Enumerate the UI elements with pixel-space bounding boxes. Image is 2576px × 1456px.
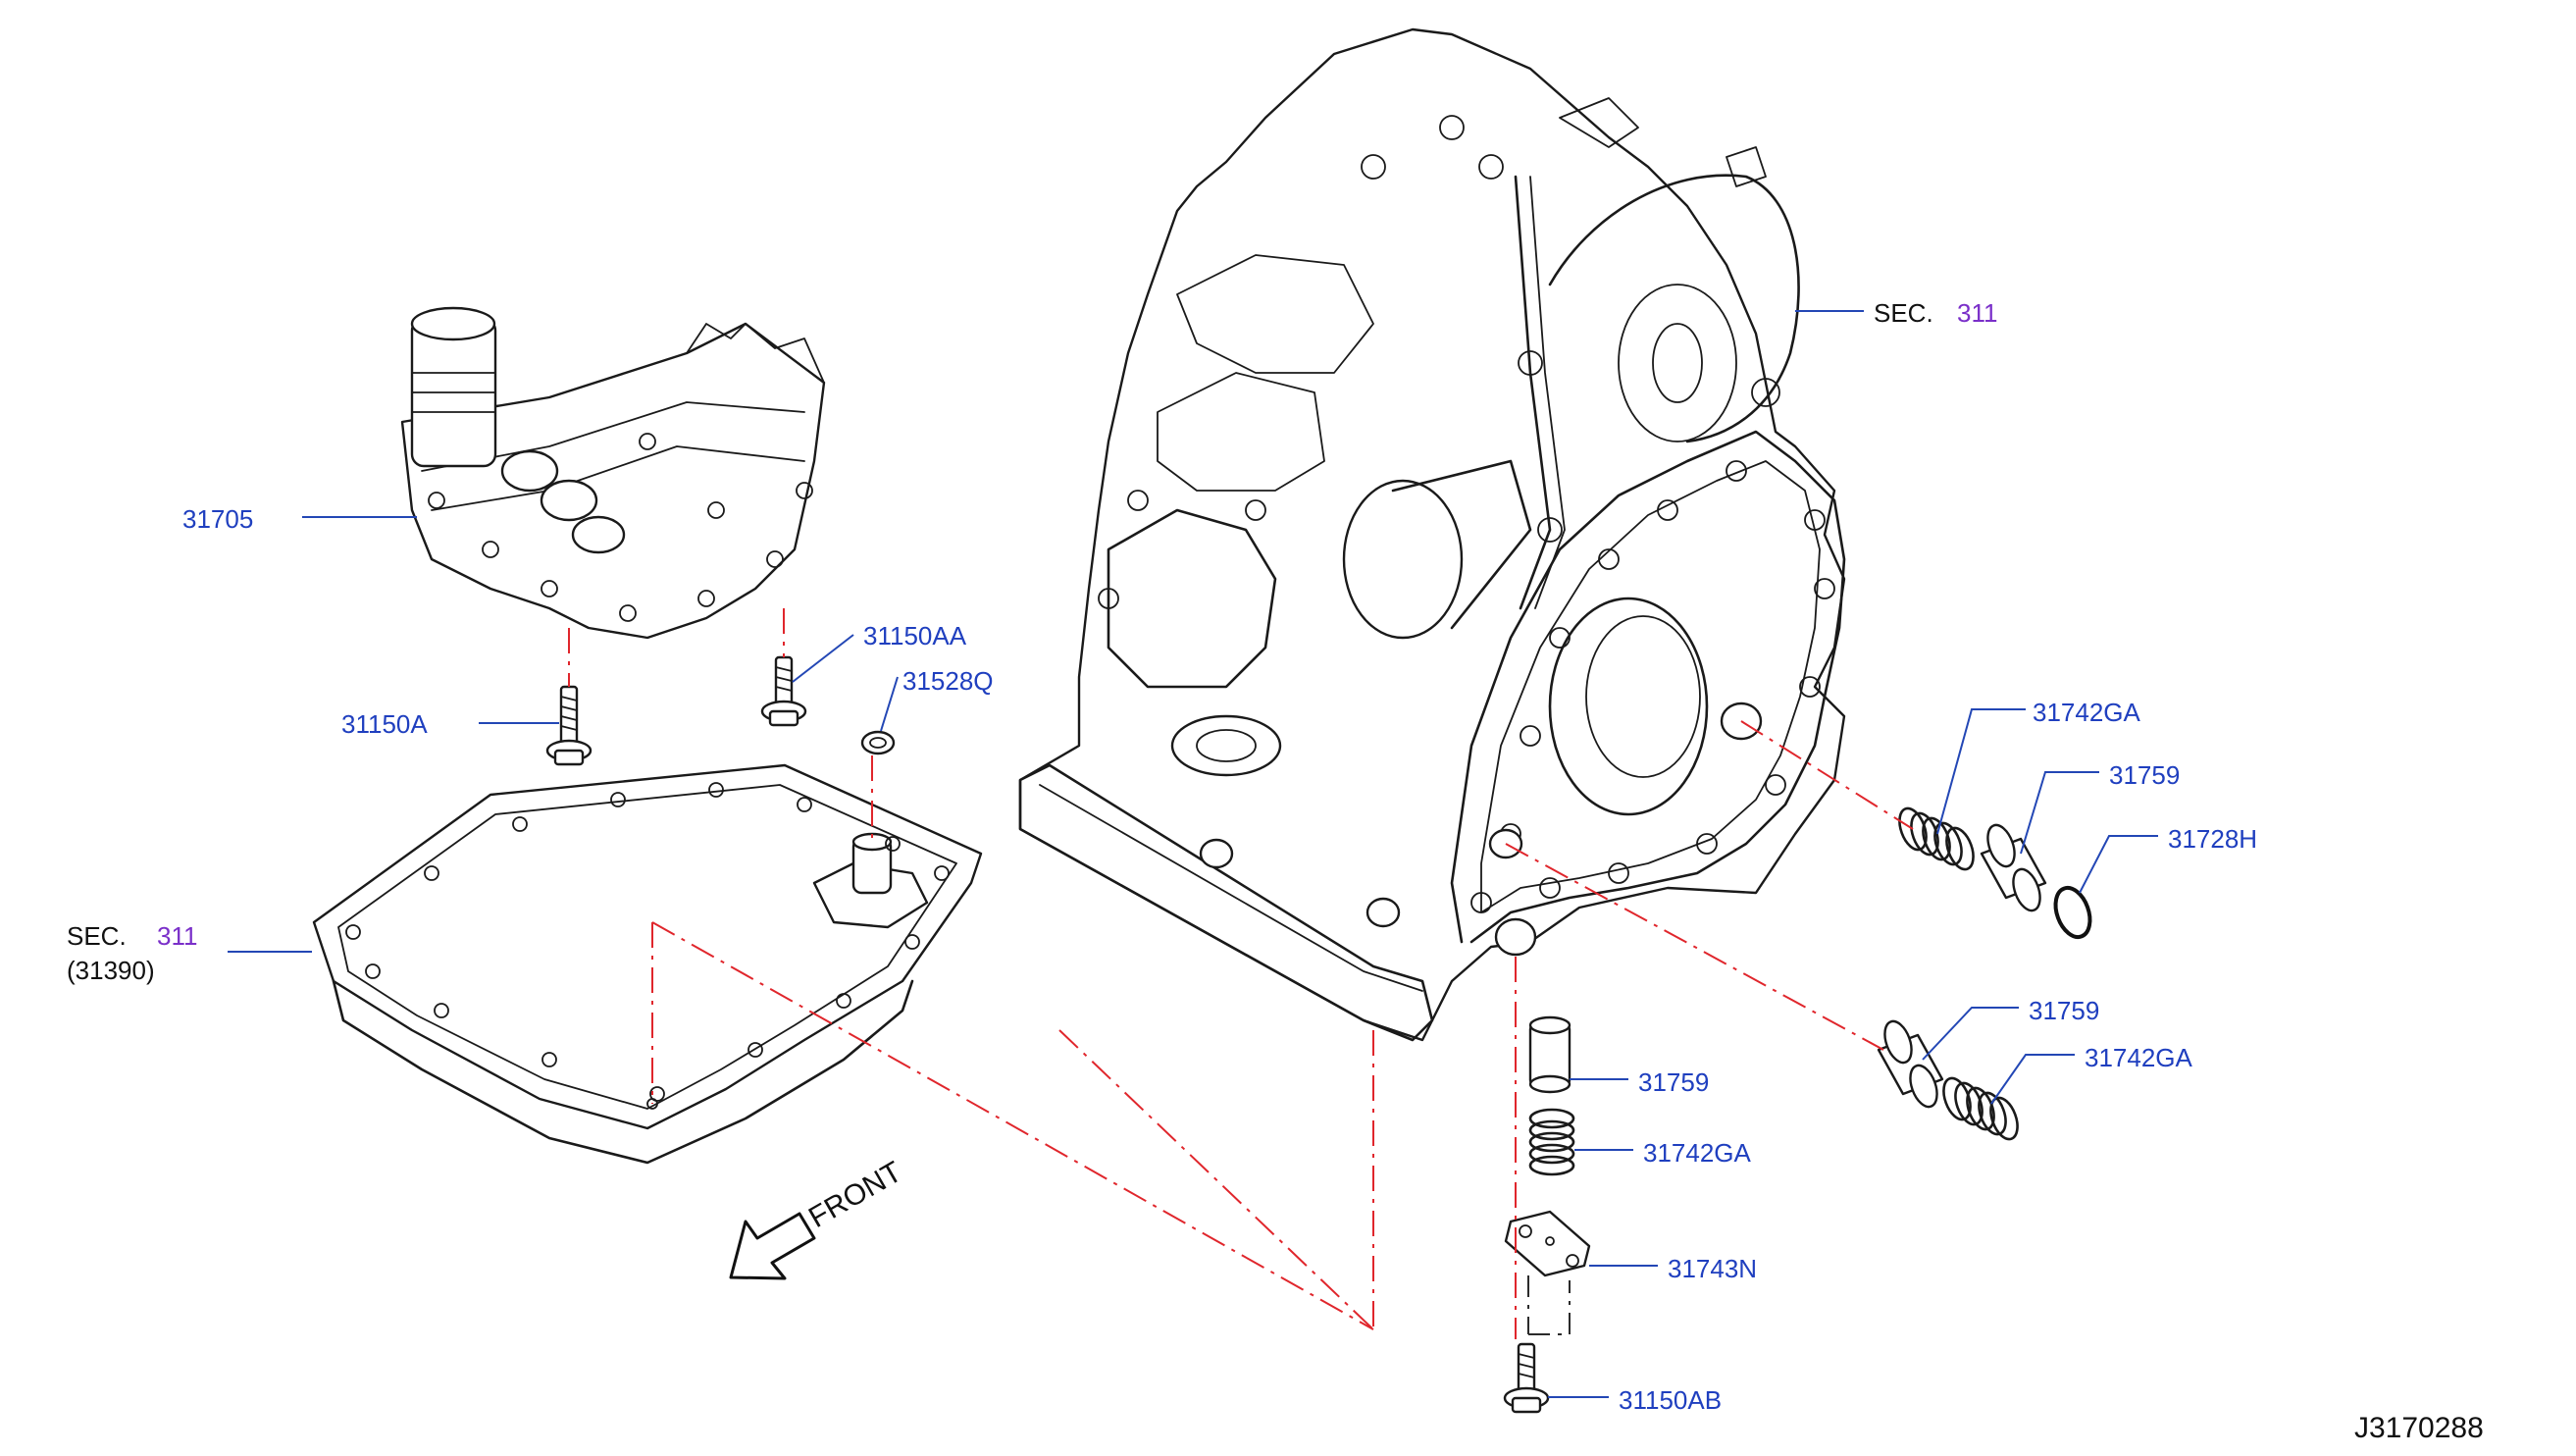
section-prefix-pan: SEC. (67, 921, 127, 951)
piston-mid-drawing (1877, 1019, 1944, 1109)
label-31742ga-lower: 31742GA (1643, 1138, 1752, 1168)
label-31528q: 31528Q (902, 666, 994, 696)
piston-upper-drawing (1980, 823, 2047, 912)
part-labels: 31705 31150A 31150AA 31528Q 31742GA 3175… (182, 504, 2257, 1415)
label-31759-upper: 31759 (2109, 760, 2180, 790)
section-reference-case[interactable]: SEC. 311 (1874, 298, 1997, 328)
section-prefix-case: SEC. (1874, 298, 1933, 328)
piston-lower-drawing (1528, 1015, 1571, 1094)
front-label: FRONT (803, 1156, 907, 1234)
label-31150aa: 31150AA (863, 621, 967, 650)
spring-upper-drawing (1898, 806, 1975, 871)
label-31759-mid: 31759 (2029, 996, 2099, 1025)
label-31742ga-upper: 31742GA (2033, 698, 2141, 727)
bolt-31150aa-drawing (760, 655, 807, 727)
diagram-code: J3170288 (2354, 1412, 2484, 1444)
seal-31528q-drawing (860, 730, 896, 755)
spring-mid-drawing (1942, 1076, 2019, 1141)
section-link-pan[interactable]: 311 (157, 921, 197, 951)
section-reference-pan[interactable]: SEC. 311 (31390) (67, 921, 197, 985)
cover-31743n-drawing (1504, 1210, 1591, 1277)
oring-31728h-drawing (2053, 885, 2092, 940)
transmission-case-drawing (1018, 27, 1846, 1042)
label-31742ga-mid: 31742GA (2085, 1043, 2193, 1072)
spring-lower-drawing (1528, 1108, 1575, 1176)
bolt-31150ab-drawing (1503, 1342, 1550, 1414)
leader-lines (228, 310, 2158, 1398)
label-31150a: 31150A (341, 709, 428, 739)
section-link-case[interactable]: 311 (1957, 298, 1997, 328)
label-31743n: 31743N (1668, 1254, 1757, 1283)
front-arrow (729, 1212, 816, 1280)
bolt-31150a-drawing (545, 685, 592, 766)
label-31728h: 31728H (2168, 824, 2257, 854)
label-31705: 31705 (182, 504, 253, 534)
label-31759-lower: 31759 (1638, 1067, 1709, 1097)
label-31150ab: 31150AB (1619, 1385, 1722, 1415)
section-sub-pan: (31390) (67, 956, 155, 985)
control-valve-drawing (400, 306, 826, 640)
oil-pan-drawing (312, 763, 983, 1165)
alignment-lines (568, 608, 1914, 1339)
